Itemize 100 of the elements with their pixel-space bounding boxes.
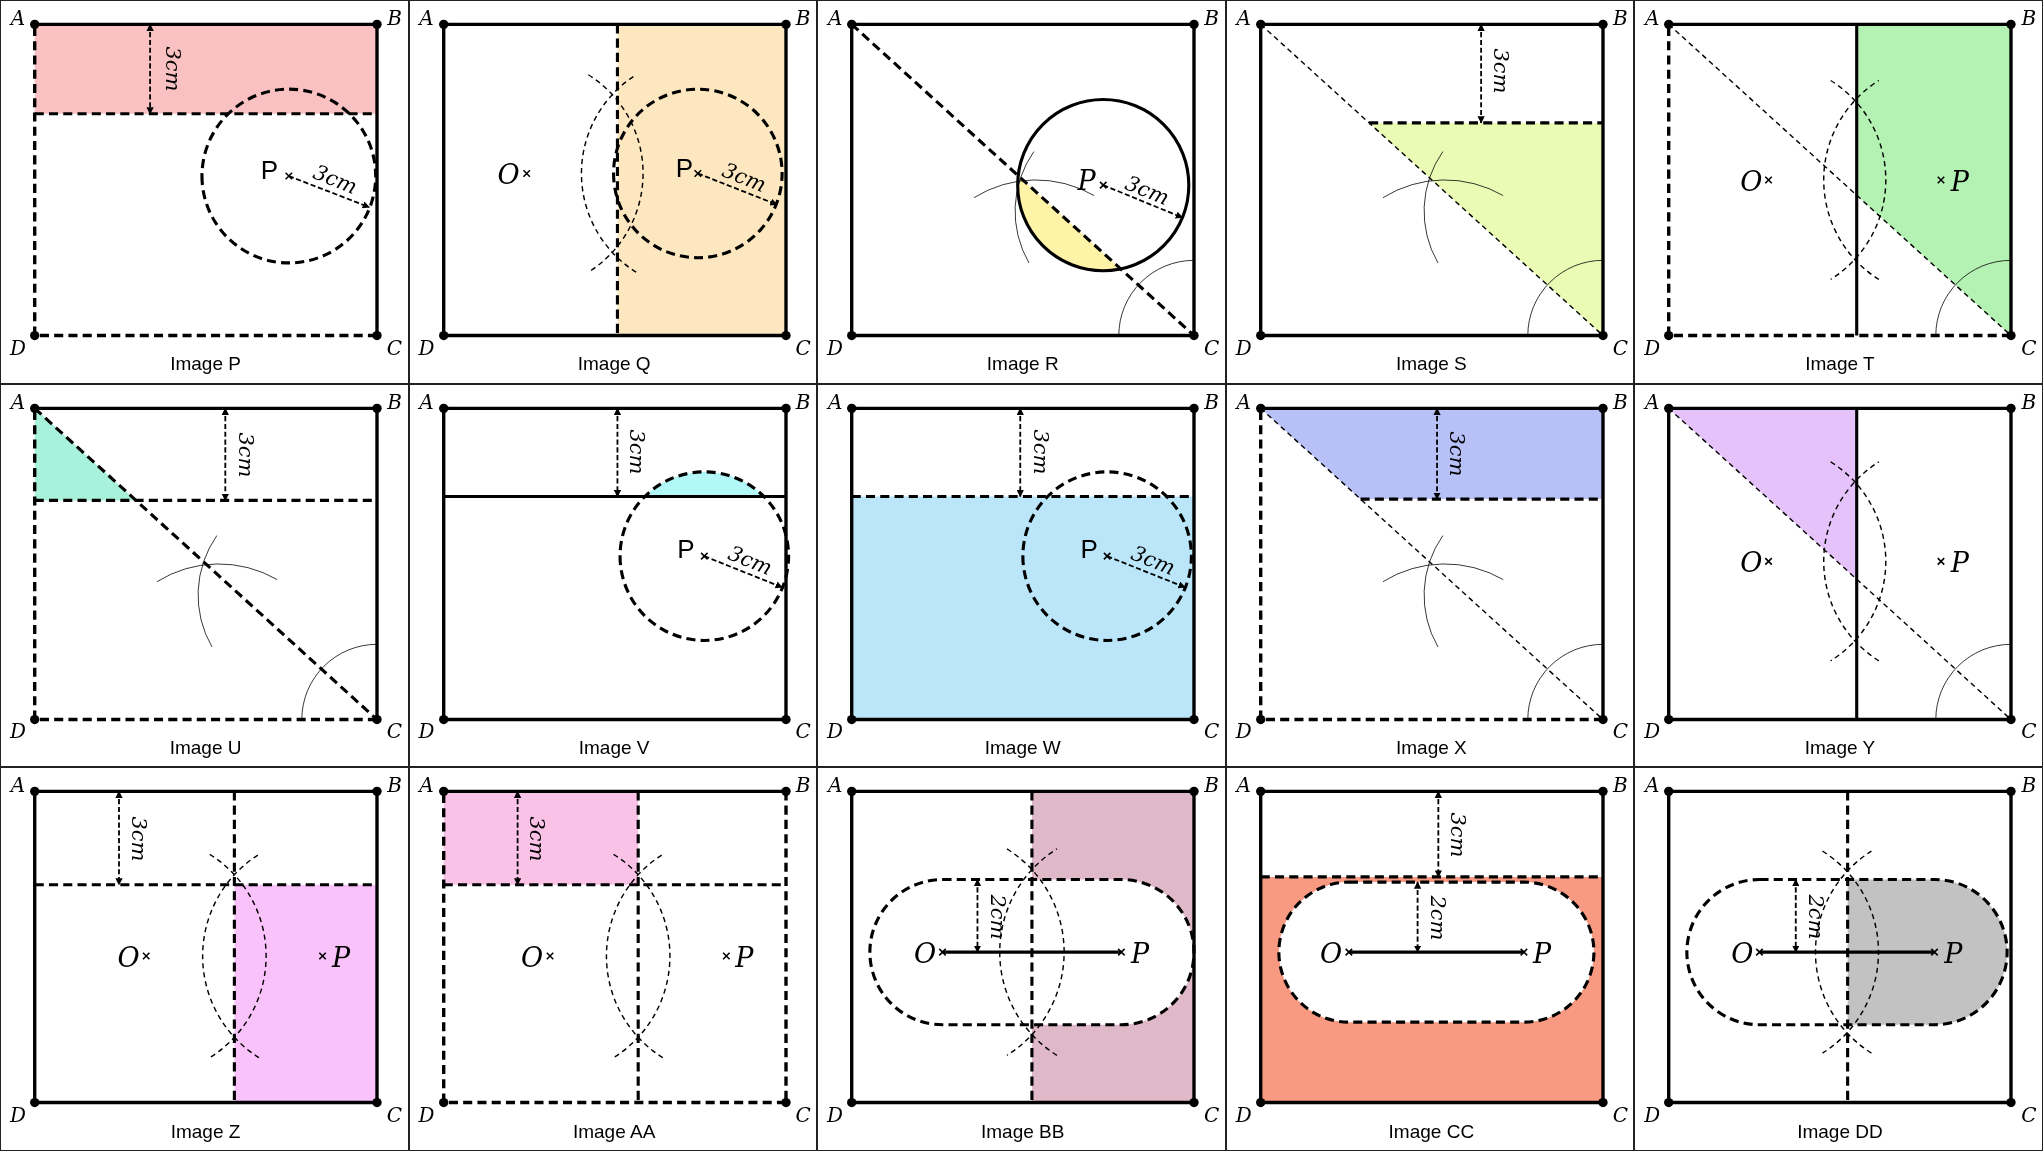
vertex-label: A xyxy=(419,7,434,28)
panel-caption: Image V xyxy=(578,737,650,757)
vertex-label: C xyxy=(1612,1104,1628,1125)
vertex-label: D xyxy=(1644,337,1661,358)
vertex-label: A xyxy=(1645,775,1660,796)
point-label: P xyxy=(677,535,695,562)
vertex-label: A xyxy=(10,391,26,412)
panel xyxy=(817,383,1226,768)
vertex-label: C xyxy=(386,1104,403,1125)
panel-caption: Image P xyxy=(170,353,241,373)
panel xyxy=(408,0,818,384)
panel xyxy=(1225,383,1635,768)
vertex-label: B xyxy=(387,775,402,796)
point-label: P xyxy=(1533,939,1552,967)
vertex-label: D xyxy=(1235,721,1252,742)
point-label: P xyxy=(735,943,754,971)
panel-caption: Image Q xyxy=(577,353,651,373)
vertex-label: C xyxy=(1612,337,1628,358)
panel-caption: Image X xyxy=(1395,737,1467,757)
vertex-label: B xyxy=(795,775,811,796)
vertex-label: A xyxy=(827,7,843,28)
vertex-label: D xyxy=(827,721,844,742)
point-label: P xyxy=(1950,548,1969,576)
point-label: P xyxy=(260,157,279,184)
vertex-label: B xyxy=(387,7,402,28)
vertex-label: D xyxy=(418,337,435,358)
measurement-label: 3cm xyxy=(309,161,360,198)
vertex-label: D xyxy=(827,1104,844,1125)
vertex-label: B xyxy=(1612,775,1628,796)
panel xyxy=(0,0,409,384)
vertex-label: C xyxy=(1612,721,1628,742)
vertex-label: B xyxy=(1612,7,1628,28)
vertex-label: D xyxy=(9,721,26,742)
vertex-label: A xyxy=(10,775,26,796)
vertex-label: B xyxy=(2021,7,2037,28)
panel-caption: Image R xyxy=(986,353,1059,373)
panel-caption: Image BB xyxy=(981,1121,1065,1141)
point-label: O xyxy=(497,160,520,188)
vertex-label: C xyxy=(1204,1104,1220,1125)
vertex-label: A xyxy=(1236,391,1251,412)
point-label: P xyxy=(1080,535,1098,562)
vertex-label: C xyxy=(795,337,811,358)
vertex-label: C xyxy=(795,721,811,742)
panel-caption: Image U xyxy=(169,737,242,757)
measurement-label: 3cm xyxy=(1029,429,1051,475)
vertex-label: B xyxy=(795,7,811,28)
vertex-label: B xyxy=(1612,391,1628,412)
vertex-label: D xyxy=(418,1104,435,1125)
vertex-label: C xyxy=(1204,721,1220,742)
vertex-label: C xyxy=(2021,721,2037,742)
vertex-label: A xyxy=(10,7,26,28)
vertex-label: A xyxy=(419,391,434,412)
vertex-label: A xyxy=(827,775,843,796)
point-label: O xyxy=(1731,939,1754,967)
point-label: P xyxy=(675,154,694,181)
panel xyxy=(1634,383,2043,768)
measurement-label: 2cm xyxy=(986,894,1008,940)
vertex-label: D xyxy=(1644,1104,1661,1125)
panel xyxy=(1634,0,2043,384)
vertex-label: A xyxy=(827,391,843,412)
measurement-label: 2cm xyxy=(1426,895,1448,941)
measurement-label: 3cm xyxy=(719,160,770,197)
measurement-label: 3cm xyxy=(625,429,647,475)
vertex-label: C xyxy=(795,1104,811,1125)
measurement-label: 3cm xyxy=(724,542,775,579)
panel-caption: Image W xyxy=(984,737,1061,757)
vertex-label: D xyxy=(1644,721,1661,742)
panel xyxy=(408,383,818,768)
point-label: P xyxy=(332,943,351,971)
panel-caption: Image CC xyxy=(1388,1121,1475,1141)
point-label: P xyxy=(1950,167,1969,195)
panel xyxy=(0,767,409,1151)
panel xyxy=(1225,767,1635,1151)
vertex-label: A xyxy=(1236,775,1251,796)
vertex-label: D xyxy=(9,1104,26,1125)
measurement-label: 2cm xyxy=(1804,894,1826,940)
vertex-label: D xyxy=(1235,337,1252,358)
point-label: O xyxy=(1740,548,1763,576)
measurement-label: 3cm xyxy=(1445,431,1467,477)
vertex-label: D xyxy=(9,337,26,358)
panel-caption: Image AA xyxy=(572,1121,656,1141)
vertex-label: D xyxy=(418,721,435,742)
vertex-label: D xyxy=(827,337,844,358)
vertex-label: C xyxy=(2021,337,2037,358)
measurement-label: 3cm xyxy=(234,432,256,478)
panel-caption: Image DD xyxy=(1797,1121,1883,1141)
measurement-label: 3cm xyxy=(127,816,149,862)
panel xyxy=(817,767,1226,1151)
point-label: O xyxy=(913,939,937,967)
measurement-label: 3cm xyxy=(1128,542,1178,579)
vertex-label: B xyxy=(2021,775,2037,796)
vertex-label: A xyxy=(1645,391,1660,412)
measurement-label: 3cm xyxy=(1121,173,1172,210)
vertex-label: B xyxy=(795,391,811,412)
vertex-label: B xyxy=(1204,391,1219,412)
measurement-label: 3cm xyxy=(525,816,547,862)
measurement-label: 3cm xyxy=(161,46,183,92)
point-label: O xyxy=(1319,939,1343,967)
vertex-label: B xyxy=(387,391,402,412)
vertex-label: A xyxy=(1645,7,1660,28)
